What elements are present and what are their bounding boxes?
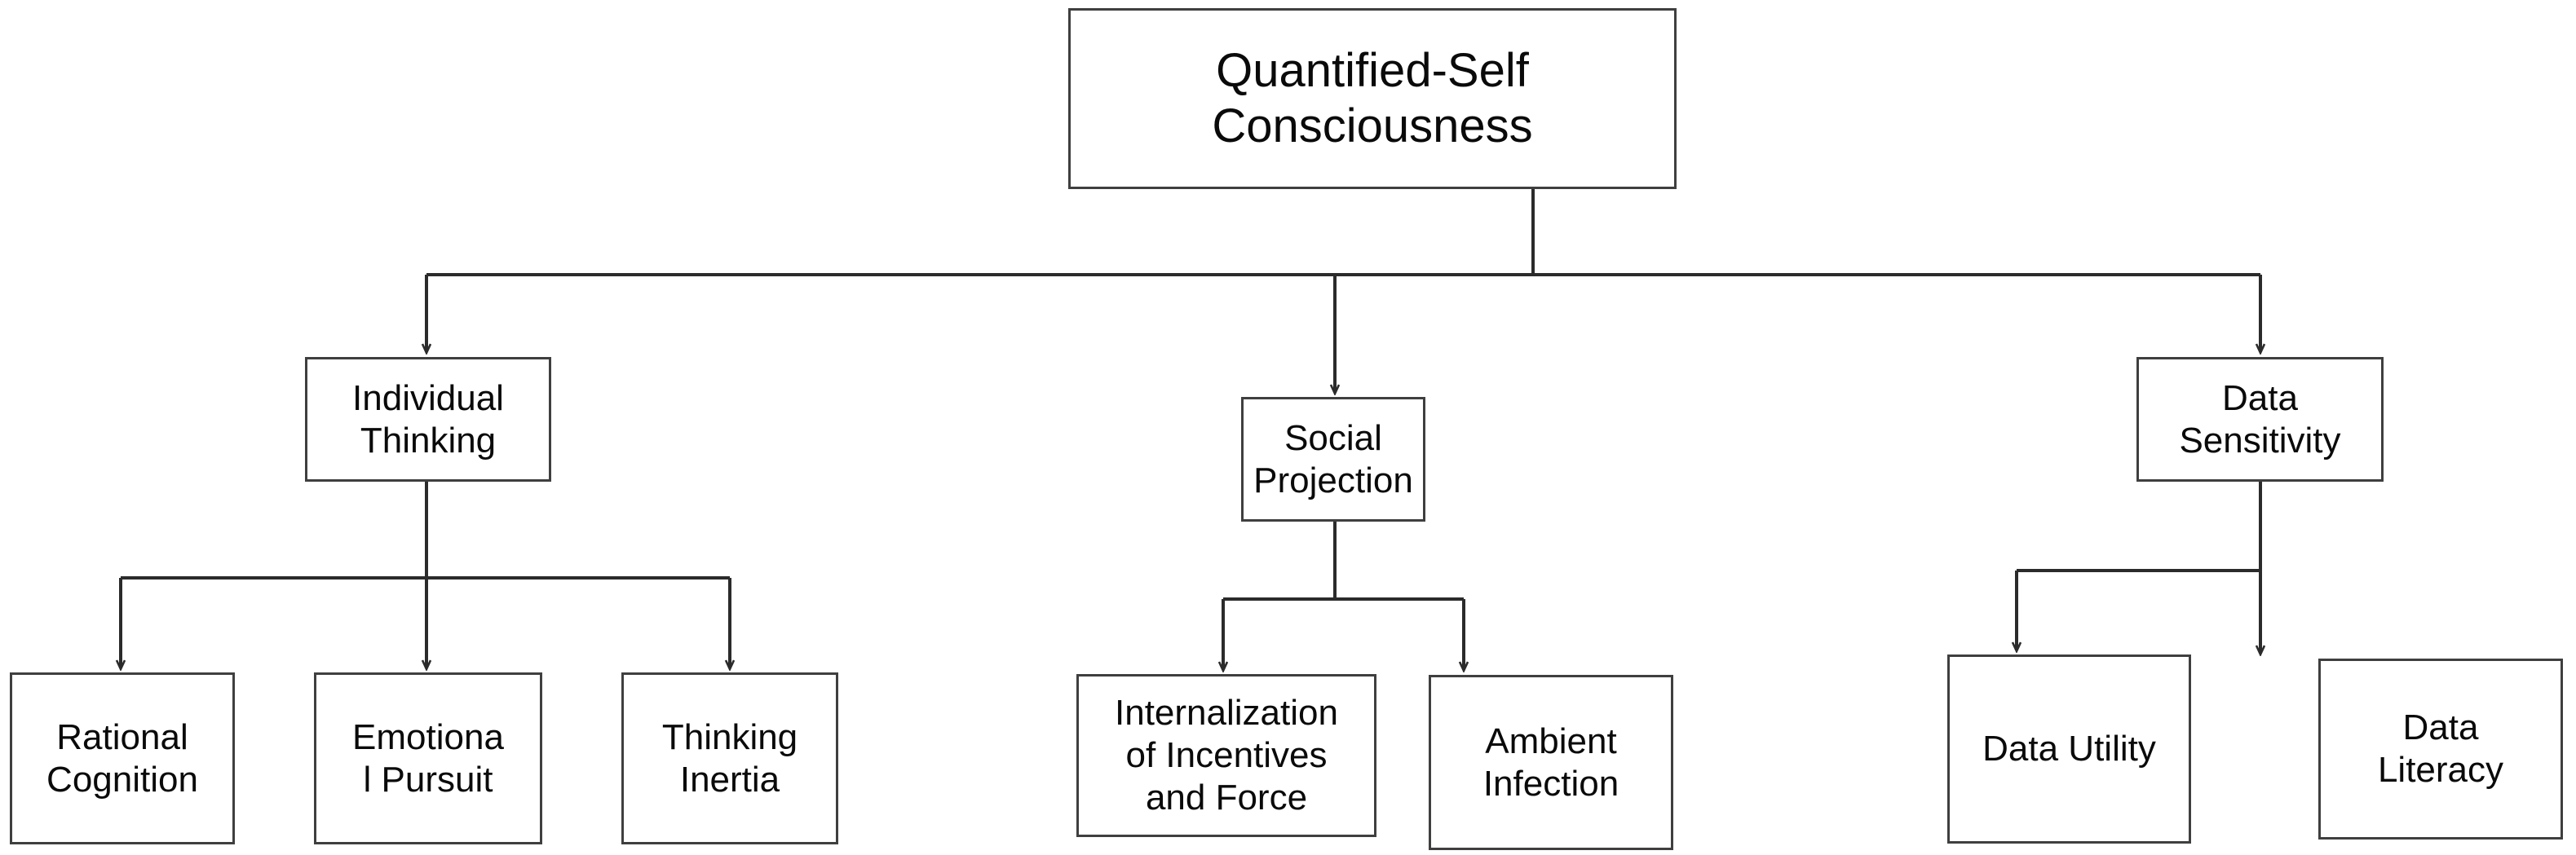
node-thinking-inertia[interactable]: Thinking Inertia [621,672,838,844]
node-label: Thinking Inertia [661,716,798,800]
node-label: Emotiona l Pursuit [352,716,504,800]
node-label: Quantified-Self Consciousness [1212,43,1533,152]
node-individual-thinking[interactable]: Individual Thinking [305,357,551,482]
node-internalization-of-incentives-and-force[interactable]: Internalization of Incentives and Force [1076,674,1376,837]
node-label: Data Sensitivity [2179,377,2341,461]
node-social-projection[interactable]: Social Projection [1241,397,1425,522]
node-label: Social Projection [1253,417,1413,500]
node-data-utility[interactable]: Data Utility [1947,654,2191,844]
node-data-sensitivity[interactable]: Data Sensitivity [2136,357,2384,482]
node-ambient-infection[interactable]: Ambient Infection [1429,675,1673,850]
node-label: Data Literacy [2377,707,2504,790]
node-quantified-self-consciousness[interactable]: Quantified-Self Consciousness [1068,8,1677,189]
node-label: Data Utility [1982,729,2156,769]
node-rational-cognition[interactable]: Rational Cognition [10,672,235,844]
node-label: Rational Cognition [46,716,198,800]
node-data-literacy[interactable]: Data Literacy [2318,659,2563,840]
node-label: Individual Thinking [352,377,504,461]
node-label: Ambient Infection [1482,721,1619,804]
node-emotional-pursuit[interactable]: Emotiona l Pursuit [314,672,542,844]
node-label: Internalization of Incentives and Force [1115,693,1338,818]
